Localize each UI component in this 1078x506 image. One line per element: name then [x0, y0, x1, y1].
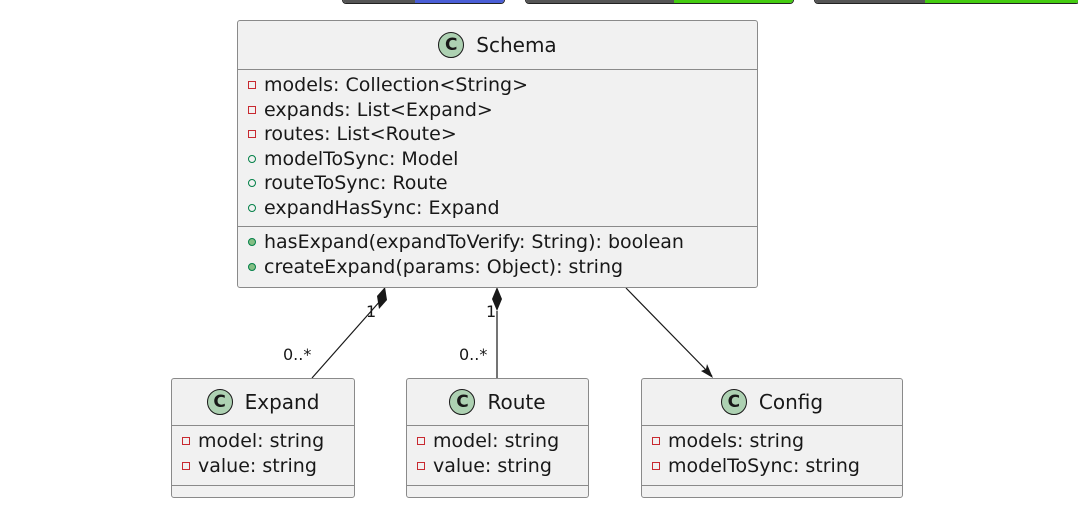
public-field-icon — [248, 154, 256, 163]
field-text: modelToSync: Model — [264, 147, 459, 170]
field-text: modelToSync: string — [668, 454, 860, 477]
class-route-header: C Route — [407, 379, 588, 426]
field-text: models: Collection<String> — [264, 74, 529, 96]
class-config-header: C Config — [642, 379, 902, 426]
class-expand-header: C Expand — [172, 379, 354, 426]
field-text: expands: List<Expand> — [264, 98, 493, 121]
field-text: value: string — [433, 454, 552, 477]
private-field-icon — [248, 81, 256, 90]
field-text: routeToSync: Route — [264, 172, 448, 194]
class-schema-header: C Schema — [238, 21, 757, 70]
multiplicity-schema-expand: 1 — [366, 302, 376, 321]
field-row: expands: List<Expand> — [248, 98, 757, 123]
field-text: routes: List<Route> — [264, 123, 457, 145]
field-row: value: string — [182, 454, 354, 479]
badge-3 — [814, 0, 1078, 4]
field-row: model: string — [182, 429, 354, 454]
private-field-icon — [417, 437, 425, 446]
badge-1-right — [415, 0, 504, 3]
class-route-fields: model: string value: string — [407, 426, 588, 486]
class-expand-methods — [172, 486, 354, 494]
badge-3-left — [815, 0, 925, 3]
private-field-icon — [248, 105, 256, 114]
class-route[interactable]: C Route model: string value: string — [406, 378, 589, 498]
class-config-fields: models: string modelToSync: string — [642, 426, 902, 486]
class-expand-fields: model: string value: string — [172, 426, 354, 486]
class-schema-name: Schema — [476, 33, 557, 57]
edge-schema-config — [625, 287, 713, 377]
public-method-icon — [248, 262, 256, 271]
field-row: expandHasSync: Expand — [248, 196, 757, 221]
field-text: models: string — [668, 430, 805, 452]
field-row: models: string — [652, 429, 902, 454]
class-icon: C — [438, 32, 465, 58]
private-field-icon — [182, 461, 190, 470]
badge-2-right — [674, 0, 793, 3]
class-route-name: Route — [487, 390, 546, 414]
class-route-methods — [407, 486, 588, 494]
class-icon: C — [449, 389, 476, 415]
private-field-icon — [652, 437, 660, 446]
class-config-name: Config — [758, 390, 824, 414]
method-text: createExpand(params: Object): string — [264, 255, 624, 278]
badge-2-left — [526, 0, 674, 3]
class-icon: C — [206, 389, 233, 415]
field-text: model: string — [433, 430, 560, 452]
method-row: hasExpand(expandToVerify: String): boole… — [248, 230, 757, 255]
composition-diamond-expand — [377, 287, 387, 309]
private-field-icon — [248, 130, 256, 139]
field-text: value: string — [198, 454, 317, 477]
field-row: models: Collection<String> — [248, 73, 757, 98]
edge-schema-expand — [311, 299, 382, 379]
public-field-icon — [248, 203, 256, 212]
field-row: routeToSync: Route — [248, 171, 757, 196]
field-row: modelToSync: Model — [248, 147, 757, 172]
multiplicity-expand: 0..* — [283, 345, 311, 364]
class-schema-methods: hasExpand(expandToVerify: String): boole… — [238, 227, 757, 284]
private-field-icon — [652, 461, 660, 470]
badge-3-right — [925, 0, 1078, 3]
field-row: modelToSync: string — [652, 454, 902, 479]
badge-1-left — [343, 0, 415, 3]
class-config-methods — [642, 486, 902, 494]
field-row: model: string — [417, 429, 588, 454]
public-method-icon — [248, 238, 256, 247]
method-text: hasExpand(expandToVerify: String): boole… — [264, 231, 684, 253]
class-schema-fields: models: Collection<String> expands: List… — [238, 70, 757, 227]
field-text: model: string — [198, 430, 325, 452]
arrowhead-config — [701, 364, 713, 378]
method-row: createExpand(params: Object): string — [248, 255, 757, 280]
multiplicity-schema-route: 1 — [486, 302, 496, 321]
private-field-icon — [182, 437, 190, 446]
composition-diamond-route — [492, 287, 502, 311]
class-icon: C — [720, 389, 747, 415]
field-row: routes: List<Route> — [248, 122, 757, 147]
class-config[interactable]: C Config models: string modelToSync: str… — [641, 378, 903, 498]
private-field-icon — [417, 461, 425, 470]
class-expand[interactable]: C Expand model: string value: string — [171, 378, 355, 498]
field-row: value: string — [417, 454, 588, 479]
class-schema[interactable]: C Schema models: Collection<String> expa… — [237, 20, 758, 288]
class-expand-name: Expand — [244, 390, 320, 414]
field-text: expandHasSync: Expand — [264, 196, 500, 219]
multiplicity-route: 0..* — [459, 345, 487, 364]
public-field-icon — [248, 179, 256, 188]
